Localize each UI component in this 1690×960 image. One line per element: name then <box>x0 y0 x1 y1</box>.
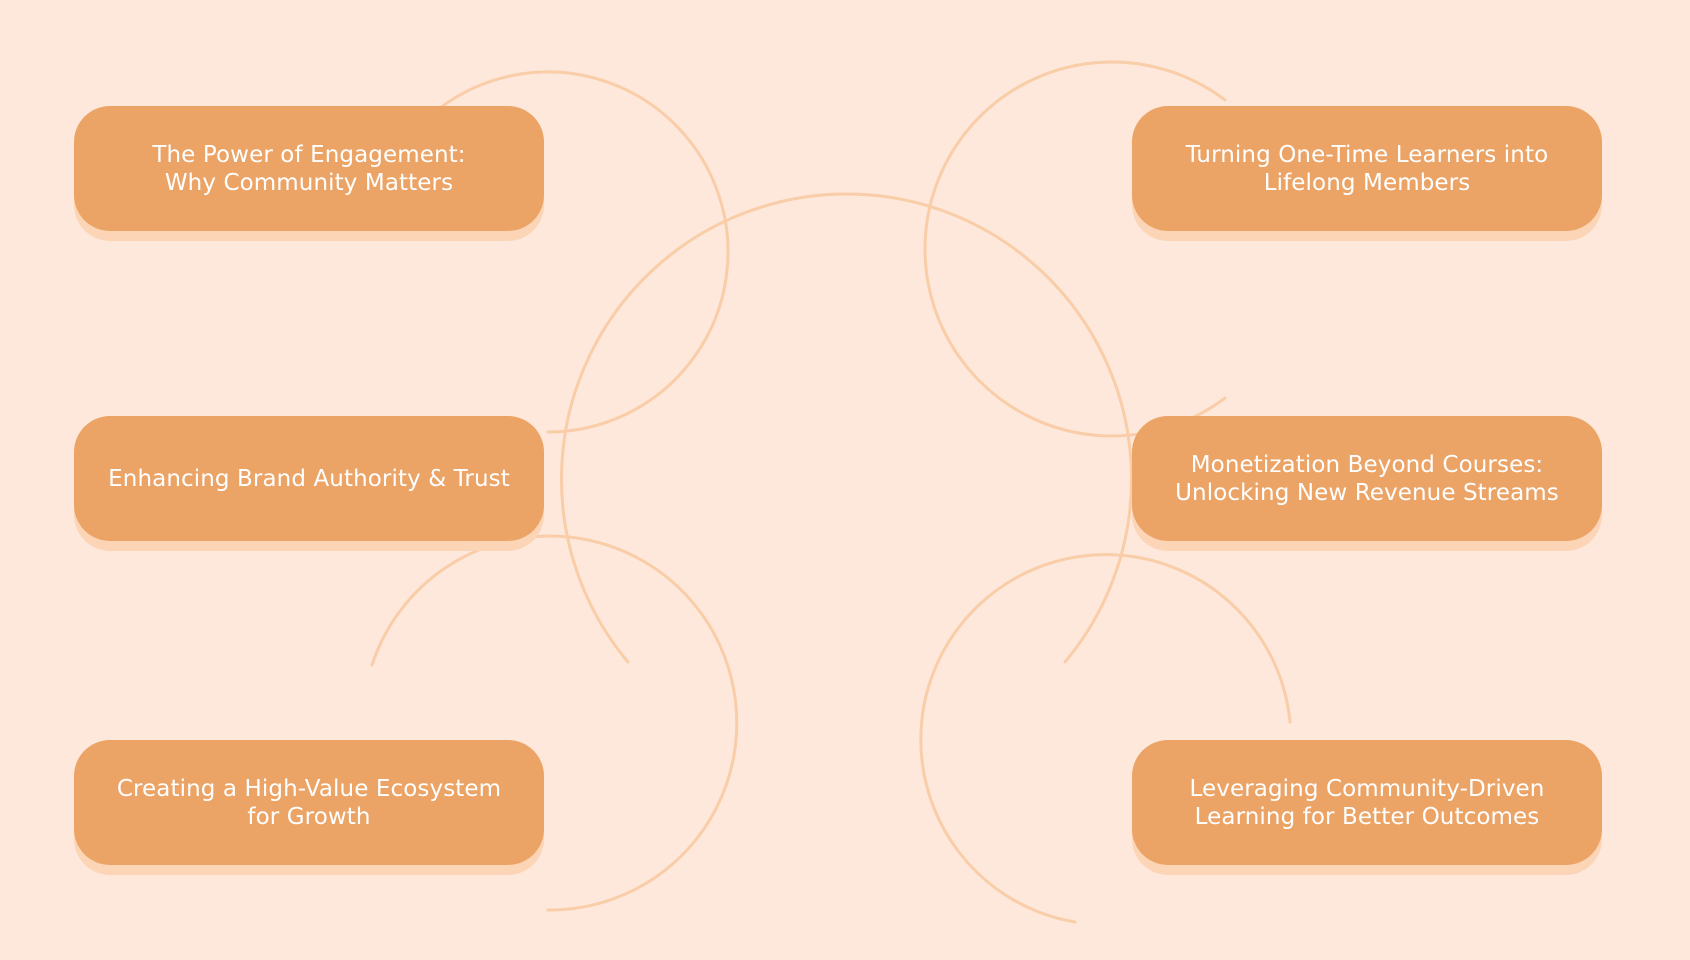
ring-top-right <box>923 60 1227 438</box>
card-label: Creating a High-Value Ecosystem for Grow… <box>116 775 502 830</box>
card-brand-authority: Enhancing Brand Authority & Trust <box>74 416 544 541</box>
card-label: Enhancing Brand Authority & Trust <box>108 465 510 492</box>
card-lifelong-members: Turning One-Time Learners into Lifelong … <box>1132 106 1602 231</box>
ring-top-left <box>438 70 730 434</box>
center-ring-arc <box>560 192 1133 664</box>
card-community-driven-learning: Leveraging Community-Driven Learning for… <box>1132 740 1602 865</box>
card-label: Turning One-Time Learners into Lifelong … <box>1185 141 1549 196</box>
card-power-of-engagement: The Power of Engagement: Why Community M… <box>74 106 544 231</box>
ring-bottom-right <box>919 553 1292 924</box>
card-label: The Power of Engagement: Why Community M… <box>152 141 466 196</box>
card-high-value-ecosystem: Creating a High-Value Ecosystem for Grow… <box>74 740 544 865</box>
card-monetization: Monetization Beyond Courses: Unlocking N… <box>1132 416 1602 541</box>
card-label: Monetization Beyond Courses: Unlocking N… <box>1175 451 1559 506</box>
ring-bottom-left <box>370 534 739 912</box>
card-label: Leveraging Community-Driven Learning for… <box>1189 775 1545 830</box>
